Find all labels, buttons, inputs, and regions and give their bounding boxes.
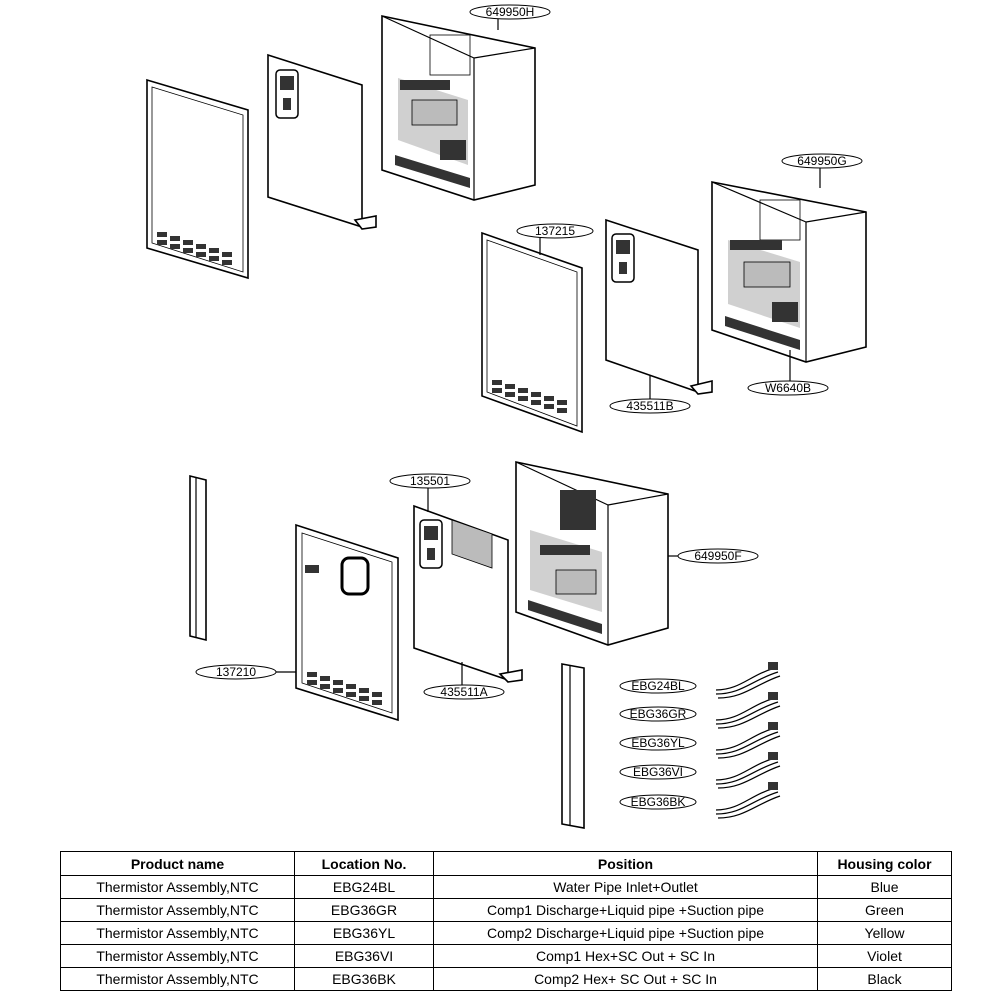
chassis-bottom [515,461,669,646]
label-ebg36vi: EBG36VI [633,765,683,779]
cell-position: Comp1 Hex+SC Out + SC In [433,944,818,968]
callout-435511a: 435511A [423,662,505,700]
side-rail-right [561,663,585,829]
cell-location-no: EBG24BL [294,875,434,899]
header-location-no: Location No. [294,851,434,876]
thermistor-parts-table: Product name Location No. Position Housi… [60,851,952,991]
front-door-bottom [295,523,399,722]
chassis-top [381,15,536,201]
cell-product-name: Thermistor Assembly,NTC [60,944,295,968]
cell-product-name: Thermistor Assembly,NTC [60,967,295,991]
cell-location-no: EBG36YL [294,921,434,945]
label-ebg24bl: EBG24BL [631,679,685,693]
table-row: Thermistor Assembly,NTC EBG36GR Comp1 Di… [60,898,952,922]
cell-housing-color: Violet [817,944,952,968]
label-ebg36yl: EBG36YL [631,736,685,750]
label-ebg36bk: EBG36BK [631,795,686,809]
table-row: Thermistor Assembly,NTC EBG24BL Water Pi… [60,875,952,899]
label-ebg36gr: EBG36GR [630,707,687,721]
callout-649950h: 649950H [469,4,551,30]
callout-ebg36yl: EBG36YL [619,735,697,751]
label-649950g: 649950G [797,154,846,168]
cell-product-name: Thermistor Assembly,NTC [60,921,295,945]
label-649950f: 649950F [694,549,741,563]
label-w6640b: W6640B [765,381,811,395]
cell-location-no: EBG36BK [294,967,434,991]
callout-135501: 135501 [389,473,471,512]
callout-ebg36gr: EBG36GR [619,706,697,722]
label-649950h: 649950H [486,5,535,19]
control-panel-top [267,53,377,230]
cell-position: Comp2 Discharge+Liquid pipe +Suction pip… [433,921,818,945]
cell-location-no: EBG36GR [294,898,434,922]
label-137215: 137215 [535,224,575,238]
cell-position: Comp2 Hex+ SC Out + SC In [433,967,818,991]
cell-product-name: Thermistor Assembly,NTC [60,875,295,899]
side-rail-left [189,474,207,642]
cell-housing-color: Blue [817,875,952,899]
exploded-parts-diagram: 649950H 649950G 137215 435511B W6640B 13… [146,4,867,829]
cell-housing-color: Green [817,898,952,922]
thermistor-harnesses [715,662,781,819]
callout-ebg24bl: EBG24BL [619,678,697,694]
cell-position: Comp1 Discharge+Liquid pipe +Suction pip… [433,898,818,922]
label-137210: 137210 [216,665,256,679]
table-row: Thermistor Assembly,NTC EBG36VI Comp1 He… [60,944,952,968]
label-135501: 135501 [410,474,450,488]
header-housing-color: Housing color [817,851,952,876]
cell-product-name: Thermistor Assembly,NTC [60,898,295,922]
callout-649950f: 649950F [668,548,759,564]
callout-137215: 137215 [516,223,594,255]
control-panel-middle [605,218,713,395]
cell-location-no: EBG36VI [294,944,434,968]
table-row: Thermistor Assembly,NTC EBG36YL Comp2 Di… [60,921,952,945]
front-panel-middle [481,231,583,434]
chassis-middle [711,181,867,363]
label-435511b: 435511B [626,399,673,413]
header-position: Position [433,851,818,876]
callout-w6640b: W6640B [747,350,829,396]
table-header-row: Product name Location No. Position Housi… [60,851,952,876]
callout-ebg36bk: EBG36BK [619,794,697,810]
table-row: Thermistor Assembly,NTC EBG36BK Comp2 He… [60,967,952,991]
callout-ebg36vi: EBG36VI [619,764,697,780]
cell-position: Water Pipe Inlet+Outlet [433,875,818,899]
callout-435511b: 435511B [609,375,691,414]
label-435511a: 435511A [440,685,487,699]
cell-housing-color: Yellow [817,921,952,945]
cell-housing-color: Black [817,967,952,991]
callout-137210: 137210 [195,664,296,680]
control-panel-bottom [413,504,523,683]
front-panel-top [146,78,249,280]
header-product-name: Product name [60,851,295,876]
callout-649950g: 649950G [781,153,863,188]
